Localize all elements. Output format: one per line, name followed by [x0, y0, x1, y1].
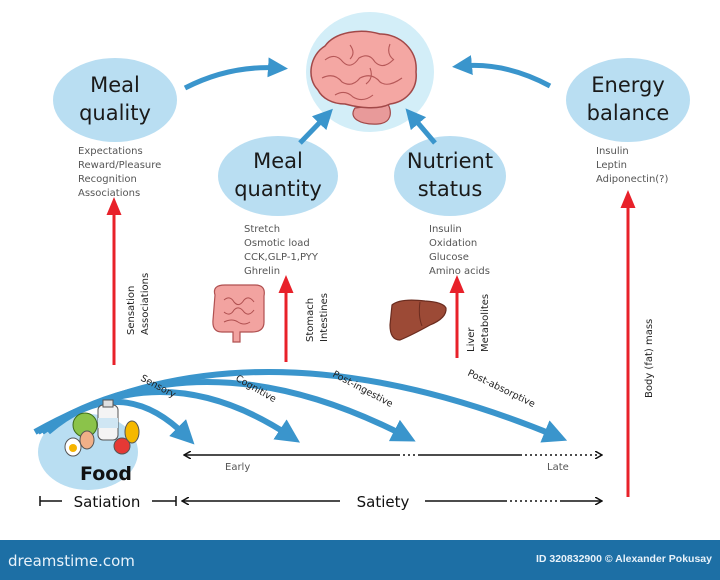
meal-quality-title-1: Meal	[90, 73, 140, 97]
liver-label: Liver Metabolites	[466, 294, 491, 352]
list-item: Associations	[78, 188, 140, 199]
svg-text:Intestines: Intestines	[319, 293, 330, 342]
list-item: Insulin	[596, 146, 629, 157]
nutrient-status-title-2: status	[418, 177, 483, 201]
nutrient-status-bubble	[394, 136, 506, 216]
list-item: Stretch	[244, 224, 280, 235]
list-item: Glucose	[429, 252, 469, 263]
sensation-label: Sensation Associations	[126, 273, 151, 335]
satiation-label: Satiation	[74, 493, 141, 511]
energy-balance-title-2: balance	[587, 101, 670, 125]
svg-text:Stomach: Stomach	[305, 298, 316, 342]
phase-post-ingestive: Post-ingestive	[331, 369, 395, 410]
list-item: Amino acids	[429, 266, 490, 277]
meal-quality-title-2: quality	[79, 101, 151, 125]
liver-icon	[389, 299, 447, 341]
list-item: Insulin	[429, 224, 462, 235]
energy-balance-bubble	[566, 58, 690, 142]
footer-bar: dreamstime.com ID 320832900 © Alexander …	[0, 540, 720, 580]
early-label: Early	[225, 462, 250, 473]
satiety-label: Satiety	[357, 493, 410, 511]
meal-quantity-list: Stretch Osmotic load CCK,GLP-1,PYY Ghrel…	[244, 224, 319, 277]
nutrient-status-title-1: Nutrient	[407, 149, 493, 173]
phase-post-absorptive: Post-absorptive	[466, 368, 537, 410]
satiety-diagram: Meal quality Meal quantity Nutrient stat…	[33, 12, 690, 511]
list-item: Oxidation	[429, 238, 477, 249]
svg-text:Associations: Associations	[140, 273, 151, 335]
list-item: Ghrelin	[244, 266, 280, 277]
energy-balance-title-1: Energy	[591, 73, 665, 97]
list-item: Reward/Pleasure	[78, 160, 161, 171]
svg-text:Metabolites: Metabolites	[480, 294, 491, 352]
energy-balance-list: Insulin Leptin Adiponectin(?)	[596, 146, 668, 185]
arrow-nutrient-to-brain	[405, 108, 437, 145]
meal-quantity-bubble	[218, 136, 338, 216]
nutrient-status-list: Insulin Oxidation Glucose Amino acids	[429, 224, 490, 277]
arrow-quality-to-brain	[183, 57, 288, 91]
list-item: Leptin	[596, 160, 627, 171]
phase-arcs	[33, 369, 568, 445]
meal-quality-list: Expectations Reward/Pleasure Recognition…	[78, 146, 161, 199]
svg-text:Sensation: Sensation	[126, 286, 137, 335]
arc-sensory	[46, 399, 195, 445]
list-item: Adiponectin(?)	[596, 174, 668, 185]
arrow-quantity-to-brain	[298, 108, 333, 145]
satiation-satiety-axis	[39, 496, 602, 506]
list-item: Expectations	[78, 146, 143, 157]
arrow-energy-to-brain	[452, 55, 552, 89]
blue-arrows	[183, 55, 552, 145]
brain-icon	[310, 30, 417, 125]
dreamstime-logo[interactable]: dreamstime.com	[8, 552, 135, 570]
list-item: Osmotic load	[244, 238, 310, 249]
svg-text:Liver: Liver	[466, 327, 477, 352]
meal-quantity-title-2: quantity	[234, 177, 322, 201]
red-arrows	[106, 190, 636, 497]
list-item: CCK,GLP-1,PYY	[244, 252, 319, 263]
stomach-label: Stomach Intestines	[305, 293, 330, 342]
food-label: Food	[80, 463, 132, 485]
food-icon	[64, 399, 140, 457]
image-credit: ID 320832900 © Alexander Pokusay	[535, 553, 712, 565]
body-mass-label: Body (fat) mass	[644, 319, 655, 398]
late-label: Late	[547, 462, 569, 473]
list-item: Recognition	[78, 174, 137, 185]
meal-quantity-title-1: Meal	[253, 149, 303, 173]
intestine-icon	[212, 284, 265, 343]
meal-quality-bubble	[53, 58, 177, 142]
